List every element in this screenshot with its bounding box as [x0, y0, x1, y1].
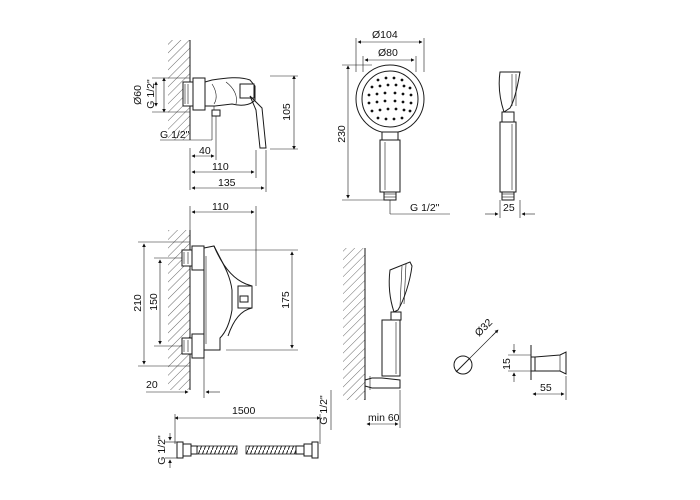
head-face-diameter-label: Ø80: [378, 47, 398, 59]
shower-head-side-view: 25: [485, 71, 535, 218]
shower-head-front-view: Ø104 Ø80 230 G 1/2": [336, 29, 450, 215]
front-height-210-label: 210: [132, 294, 144, 312]
wall-hatch: [343, 248, 365, 400]
width-110-label: 110: [212, 161, 229, 173]
hose-thread-label: G 1/2": [156, 435, 168, 465]
width-40-label: 40: [199, 145, 211, 157]
width-135-label: 135: [218, 177, 236, 189]
holder-thread-label: G 1/2": [318, 395, 330, 425]
side-thread-label: G 1/2": [145, 79, 157, 109]
front-height-150-label: 150: [148, 293, 160, 311]
front-mixer-view: 110 210 150 175 20: [132, 201, 298, 398]
front-height-175-label: 175: [280, 291, 292, 309]
spray-nozzles: [367, 76, 413, 121]
head-length-label: 230: [336, 125, 348, 143]
mixer-height-label: 105: [281, 103, 293, 121]
head-thread-label: G 1/2": [410, 202, 440, 214]
bottom-thread-label: G 1/2": [160, 129, 190, 141]
front-width-label: 110: [212, 201, 229, 213]
head-thickness-label: 25: [503, 202, 515, 214]
flange-diameter-label: Ø60: [132, 85, 144, 105]
head-outer-diameter-label: Ø104: [372, 29, 398, 41]
holder-height-label: 15: [501, 358, 513, 370]
top-mixer-side-view: Ø60 G 1/2" 105 G 1/2" 40 110 135: [132, 40, 298, 192]
min-distance-label: min 60: [368, 412, 400, 424]
front-offset-label: 20: [146, 379, 158, 391]
wall-hatch: [168, 40, 190, 140]
holder-width-label: 55: [540, 382, 552, 394]
hose-view: 1500 G 1/2": [156, 405, 321, 468]
wall-holder-view: min 60 G 1/2": [318, 248, 413, 430]
holder-detail: Ø32 15 55: [453, 317, 567, 400]
hose-length-label: 1500: [232, 405, 256, 417]
